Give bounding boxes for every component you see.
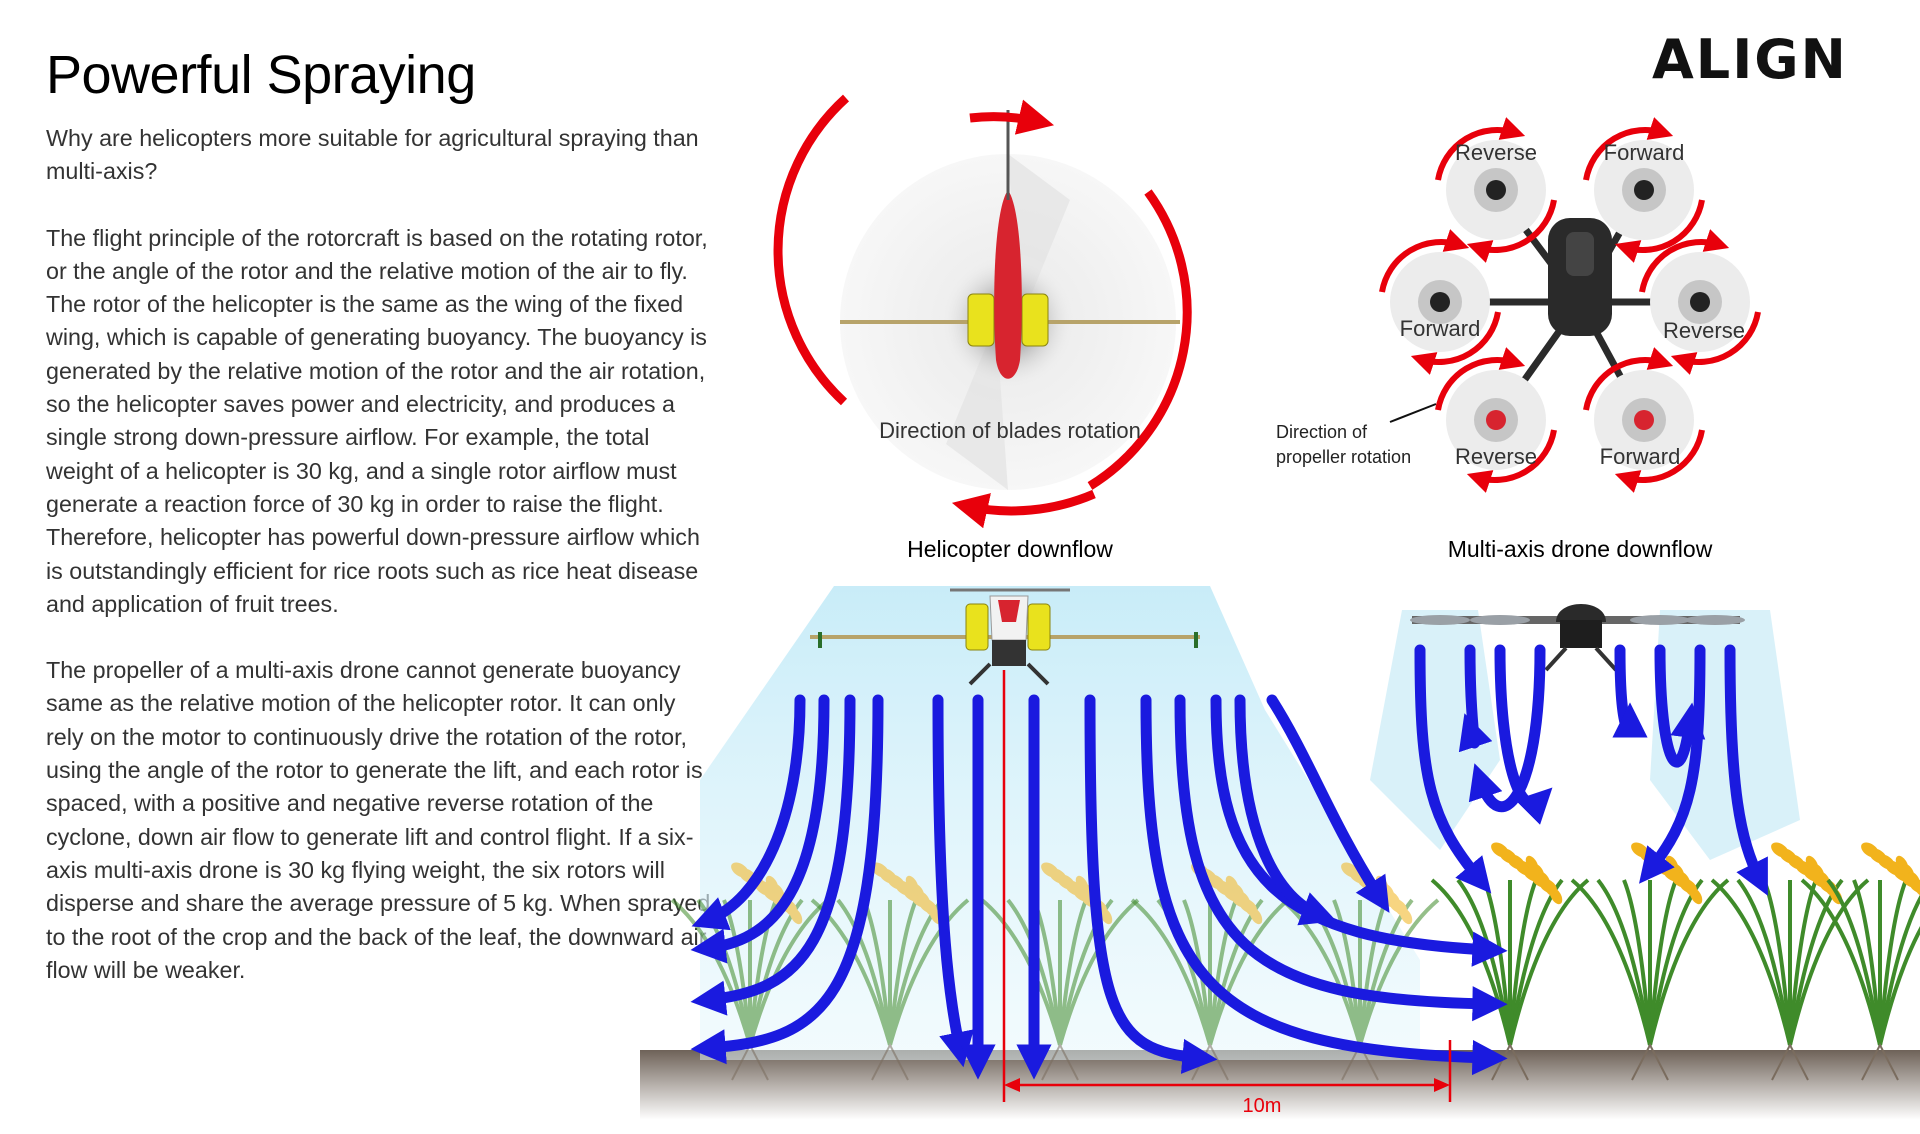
airflow-arrow bbox=[1210, 694, 1508, 967]
rotation-arrow-left bbox=[773, 94, 850, 406]
rotor-direction-label: Forward bbox=[1604, 140, 1685, 165]
rotor-direction-label: Forward bbox=[1400, 316, 1481, 341]
rotation-arrow-bottom bbox=[951, 489, 1096, 529]
helicopter-paragraph: The flight principle of the rotorcraft i… bbox=[46, 224, 708, 617]
motor bbox=[1486, 180, 1506, 200]
drone-body bbox=[1548, 218, 1612, 336]
helicopter-downflow-caption: Helicopter downflow bbox=[907, 536, 1113, 562]
airflow-arrow bbox=[691, 694, 806, 931]
airflow-arrow bbox=[1724, 644, 1768, 896]
intro-question: Why are helicopters more suitable for ag… bbox=[46, 125, 699, 185]
airflow-arrow bbox=[1654, 644, 1706, 768]
motor bbox=[1634, 410, 1654, 430]
propeller-rotation-arrow bbox=[1639, 229, 1730, 293]
propeller-rotation-arrow bbox=[1435, 117, 1526, 181]
rice-plant bbox=[1800, 842, 1920, 1081]
airflow-arrow bbox=[1639, 644, 1706, 884]
drone-air-cone-right bbox=[1650, 610, 1800, 860]
helicopter-top-view: Direction of blades rotation bbox=[773, 94, 1192, 529]
propeller-rotation-arrow bbox=[1670, 311, 1761, 375]
rotor-direction-label: Reverse bbox=[1663, 318, 1745, 343]
airflow-arrow bbox=[1414, 644, 1492, 894]
distance-label: 10m bbox=[1243, 1095, 1282, 1117]
airflow-arrows bbox=[690, 644, 1768, 1080]
airflow-arrow bbox=[1458, 644, 1493, 753]
propeller-rotation-arrow bbox=[1435, 347, 1526, 411]
multiaxis-paragraph: The propeller of a multi-axis drone cann… bbox=[46, 657, 711, 983]
propeller-label-line2: propeller rotation bbox=[1276, 447, 1411, 467]
article-text: Why are helicopters more suitable for ag… bbox=[46, 122, 716, 1020]
rice-plant bbox=[1430, 842, 1590, 1081]
downflow-scene: 10m bbox=[640, 586, 1920, 1120]
rotation-arrow-right bbox=[1087, 189, 1192, 490]
rotor-direction-label: Forward bbox=[1600, 444, 1681, 469]
propeller-rotation-arrow bbox=[1583, 347, 1674, 411]
motor bbox=[1690, 292, 1710, 312]
airflow-arrow bbox=[690, 694, 856, 1016]
propeller-rotation-arrow bbox=[1583, 117, 1674, 181]
airflow-arrow bbox=[690, 694, 884, 1065]
motor bbox=[1430, 292, 1450, 312]
distance-indicator: 10m bbox=[1002, 670, 1452, 1117]
airflow-arrow bbox=[1612, 644, 1648, 738]
rice-plant bbox=[1710, 842, 1870, 1081]
rotor-direction-label: Reverse bbox=[1455, 140, 1537, 165]
rotation-arrow-top bbox=[969, 99, 1055, 135]
rotor-direction-label: Reverse bbox=[1455, 444, 1537, 469]
airflow-arrow bbox=[1174, 694, 1508, 1022]
propeller-rotation-arrow bbox=[1466, 429, 1557, 493]
propeller-rotation-arrow bbox=[1614, 429, 1705, 493]
propeller-rotation-arrow bbox=[1614, 199, 1705, 263]
airflow-arrow bbox=[1234, 694, 1337, 926]
propeller-label-line1: Direction of bbox=[1276, 422, 1368, 442]
airflow-arrow bbox=[932, 694, 974, 1068]
airflow-arrow bbox=[1468, 644, 1546, 813]
airflow-arrow bbox=[1266, 694, 1390, 913]
page-title: Powerful Spraying bbox=[46, 45, 476, 105]
helicopter-fuselage bbox=[994, 190, 1022, 379]
propeller-rotation-arrow bbox=[1410, 311, 1501, 375]
motor bbox=[1486, 410, 1506, 430]
motor bbox=[1634, 180, 1654, 200]
airflow-arrow bbox=[1140, 694, 1508, 1076]
airflow-arrow bbox=[690, 694, 830, 964]
propeller-rotation-arrow bbox=[1466, 199, 1557, 263]
airflow-arrow bbox=[1494, 644, 1553, 825]
brand-logo: ALIGN bbox=[1652, 28, 1848, 91]
helicopter-side-view bbox=[810, 588, 1200, 686]
drone-downflow-caption: Multi-axis drone downflow bbox=[1448, 536, 1713, 562]
airflow-arrow bbox=[1084, 694, 1218, 1074]
propeller-label-pointer bbox=[1389, 403, 1437, 423]
drone-side-view bbox=[1410, 604, 1745, 672]
propeller-rotation-arrow bbox=[1379, 229, 1470, 293]
blade-rotation-label: Direction of blades rotation bbox=[879, 418, 1141, 443]
